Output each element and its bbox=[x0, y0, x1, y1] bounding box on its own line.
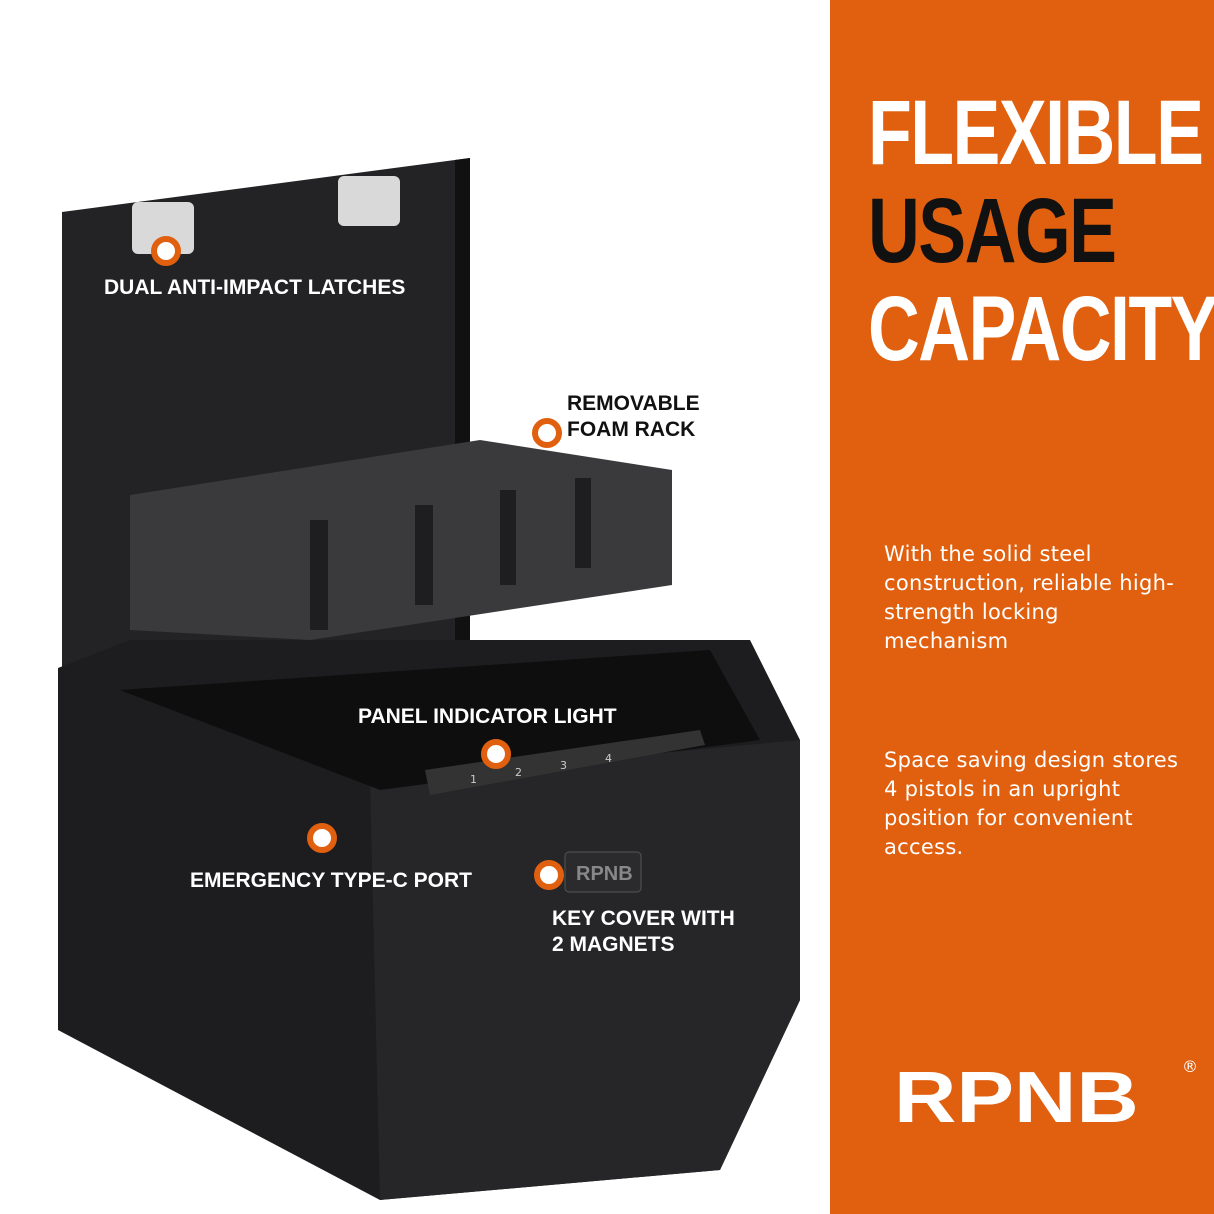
callout-dot-foam bbox=[532, 418, 562, 448]
latch-left bbox=[132, 202, 194, 254]
keypad-button-1: 1 bbox=[470, 773, 477, 786]
callout-dot-panel bbox=[481, 739, 511, 769]
description-2: Space saving design stores 4 pistols in … bbox=[884, 748, 1179, 859]
headline-line-3: CAPACITY bbox=[868, 278, 1214, 380]
foam-rack bbox=[130, 440, 672, 640]
description-1: With the solid steel construction, relia… bbox=[884, 542, 1175, 653]
latch-right bbox=[338, 176, 400, 226]
registered-mark: ® bbox=[1182, 1057, 1198, 1076]
callout-key: KEY COVER WITH 2 MAGNETS bbox=[552, 907, 735, 956]
foam-slots bbox=[310, 478, 591, 630]
callout-dot-key bbox=[534, 860, 564, 890]
product-image-panel: RPNB 1 2 3 4 DUAL ANTI-IMPACT LATCHES REMOV… bbox=[58, 158, 800, 1200]
gun-safe-illustration: RPNB 1 2 3 4 bbox=[58, 158, 800, 1200]
info-panel: FLEXIBLE USAGE CAPACITY With the solid s… bbox=[830, 0, 1214, 1214]
headline-line-1: FLEXIBLE bbox=[868, 82, 1204, 184]
key-cover bbox=[564, 851, 642, 893]
key-cover-logo: RPNB bbox=[576, 863, 633, 885]
callout-dot-latches bbox=[151, 236, 181, 266]
callout-latches: DUAL ANTI-IMPACT LATCHES bbox=[104, 276, 406, 299]
brand-logo: RPNB bbox=[894, 1058, 1139, 1138]
keypad-button-3: 3 bbox=[560, 759, 567, 772]
headline-line-2: USAGE bbox=[868, 180, 1117, 282]
callout-panel: PANEL INDICATOR LIGHT bbox=[358, 705, 617, 728]
safe-front bbox=[370, 740, 800, 1200]
callout-port: EMERGENCY TYPE-C PORT bbox=[190, 869, 472, 892]
keypad-button-2: 2 bbox=[515, 766, 522, 779]
keypad bbox=[425, 730, 705, 795]
keypad-button-4: 4 bbox=[605, 752, 612, 765]
headline: FLEXIBLE USAGE CAPACITY bbox=[868, 84, 1214, 378]
callout-dot-port bbox=[307, 823, 337, 853]
callout-foam: REMOVABLE FOAM RACK bbox=[567, 392, 700, 441]
